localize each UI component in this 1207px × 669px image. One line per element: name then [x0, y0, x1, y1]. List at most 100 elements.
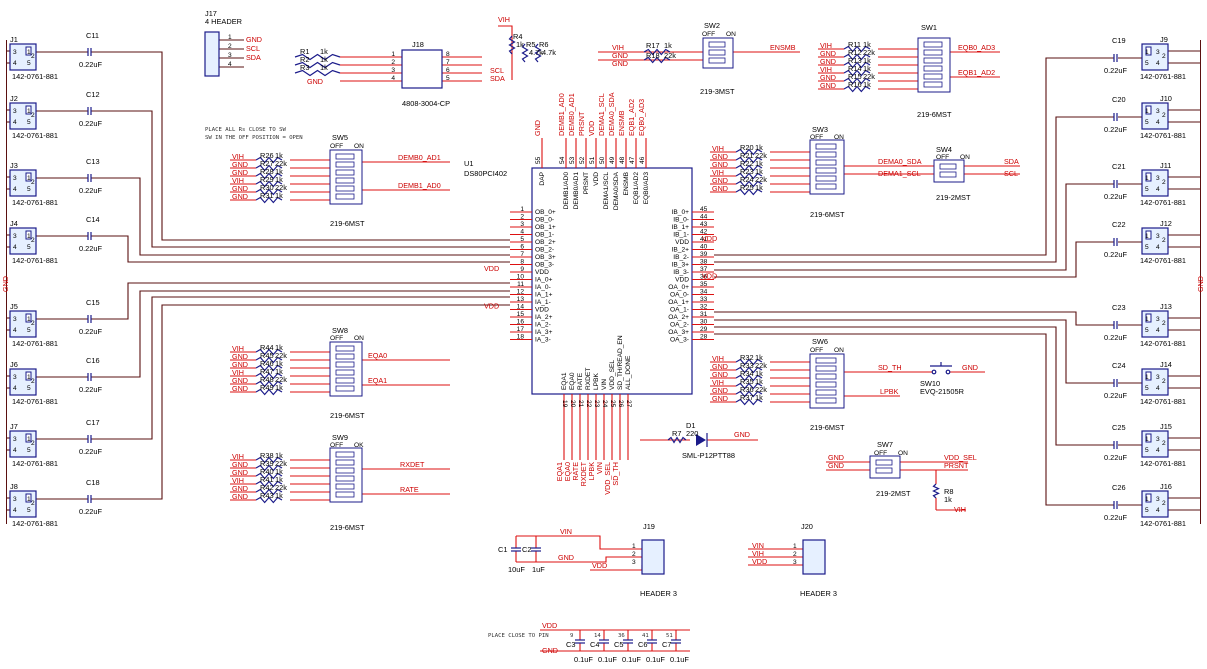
ic-pin-number: 13 [517, 296, 525, 303]
sma-center-pin [1145, 172, 1152, 182]
dip-switch-lever [875, 467, 893, 474]
resistor-value: 1k [755, 353, 763, 362]
capacitor-value: 0.1uF [670, 655, 689, 664]
pin-number: 3 [793, 559, 797, 566]
header-pin-number: 3 [228, 52, 232, 59]
pin-num: 2 [31, 378, 35, 385]
bank-net: VIH [820, 41, 832, 50]
pin-num: 1 [1145, 175, 1149, 182]
pin-num: 3 [13, 496, 17, 503]
ic-pin-number: 9 [520, 266, 524, 273]
ic-pin-number: 33 [700, 296, 708, 303]
ic-top-net: EQB0_AD3 [637, 99, 646, 136]
resistor-value: 1k [944, 495, 952, 504]
pin-num: 1 [1145, 496, 1149, 503]
capacitor-value: 0.1uF [574, 655, 593, 664]
pin-num: 3 [1156, 108, 1160, 115]
connector-part: 142-0761-881 [12, 339, 58, 348]
resistor-value: 1k [320, 47, 328, 56]
switch-part: 219-2MST [936, 193, 971, 202]
connector-ref: J1 [10, 35, 18, 44]
bank-net: GND [712, 160, 728, 169]
capacitor-ref: C25 [1112, 423, 1126, 432]
vdd-label: VDD [484, 302, 499, 311]
ic-pin-number: 11 [517, 281, 524, 288]
capacitor-ref: C15 [86, 298, 100, 307]
resistor-ref: R28 [260, 167, 274, 176]
resistor-ref: R12 [848, 48, 862, 57]
resistor-ref: R47 [260, 367, 274, 376]
dip-switch-lever [815, 167, 837, 174]
pullup-resistor [508, 35, 516, 55]
bank-resistor [255, 464, 283, 472]
ic-pin-number: 35 [700, 281, 708, 288]
ic-pin-name: OB_0- [535, 217, 554, 224]
bank-net: VIH [712, 354, 724, 363]
text: OFF [810, 134, 823, 141]
connector-ref: J15 [1160, 422, 1172, 431]
capacitor-ref: C1 [498, 545, 507, 554]
connector-ref: J4 [10, 219, 18, 228]
pin-num: 5 [27, 385, 31, 392]
bank-resistor [735, 366, 763, 374]
pin-num: 3 [13, 374, 17, 381]
bank-net: VIH [232, 176, 244, 185]
ic-pin-number: 48 [619, 156, 626, 164]
ic-top-net: ENSMB [617, 110, 626, 136]
resistor-ref: R24 [740, 175, 754, 184]
resistor-value: 1k [755, 393, 763, 402]
resistor-value: 4.7k [529, 48, 543, 57]
dip-switch-lever [815, 365, 837, 372]
resistor-value: 1k [755, 183, 763, 192]
gnd-label-right: GND [1196, 276, 1205, 292]
resistor-value: 1k [275, 167, 283, 176]
capacitor-value: 0.22uF [1104, 513, 1127, 522]
pin-num: 3 [13, 436, 17, 443]
connector-ref: J16 [1160, 482, 1172, 491]
resistor-ref: R32 [740, 353, 754, 362]
pin-num: 3 [13, 175, 17, 182]
dip-switch-lever [335, 475, 355, 482]
resistor-ref: R15 [848, 72, 862, 81]
ic-pin-number: 26 [617, 400, 624, 408]
vih-label: VIH [954, 505, 966, 514]
bank-resistor [255, 456, 283, 464]
bank-net: GND [232, 360, 248, 369]
bus-wire-right [714, 241, 1114, 278]
note-text: PLACE CLOSE TO PIN [488, 633, 549, 639]
pin-num: 4 [13, 327, 17, 334]
header-ref: J17 [205, 9, 217, 18]
switch-net: PRSNT [944, 461, 969, 470]
pin-num: 5 [27, 447, 31, 454]
dip-switch-lever [335, 169, 355, 176]
capacitor-ref: C12 [86, 90, 100, 99]
ic-pin-number: 14 [517, 304, 525, 311]
sda-label: SDA [490, 74, 505, 83]
bank-net: VIH [232, 152, 244, 161]
connector-ref: J10 [1160, 94, 1172, 103]
pin-num: 2 [1162, 440, 1166, 447]
bank-resistor [255, 364, 283, 372]
gnd-rail-right [1200, 40, 1201, 524]
switch-on: ON [726, 31, 736, 38]
capacitor-value: 0.22uF [79, 447, 102, 456]
resistor-value: 1k [755, 377, 763, 386]
dip-switch-lever [335, 345, 355, 352]
pin-num: 4 [1156, 119, 1160, 126]
dip-switch-lever [335, 451, 355, 458]
dip-switch-lever [815, 357, 837, 364]
ic-pin-number: 17 [517, 326, 525, 333]
capacitor-ref: C11 [86, 31, 99, 40]
ic-pin-number: 38 [700, 259, 708, 266]
resistor-value: 1k [275, 491, 283, 500]
ic-pin-name: IA_0+ [535, 277, 553, 284]
text: ON [354, 335, 364, 342]
bank-resistor [255, 188, 283, 196]
resistor-ref: R31 [260, 191, 274, 200]
text: 1k [664, 41, 672, 50]
ic-pin-number: 7 [520, 251, 524, 258]
ic-pin-name: OB_2+ [535, 239, 556, 246]
switch-net: EQA0 [368, 351, 387, 360]
ic-pin-number: 27 [625, 400, 632, 408]
dip-switch-lever [335, 459, 355, 466]
